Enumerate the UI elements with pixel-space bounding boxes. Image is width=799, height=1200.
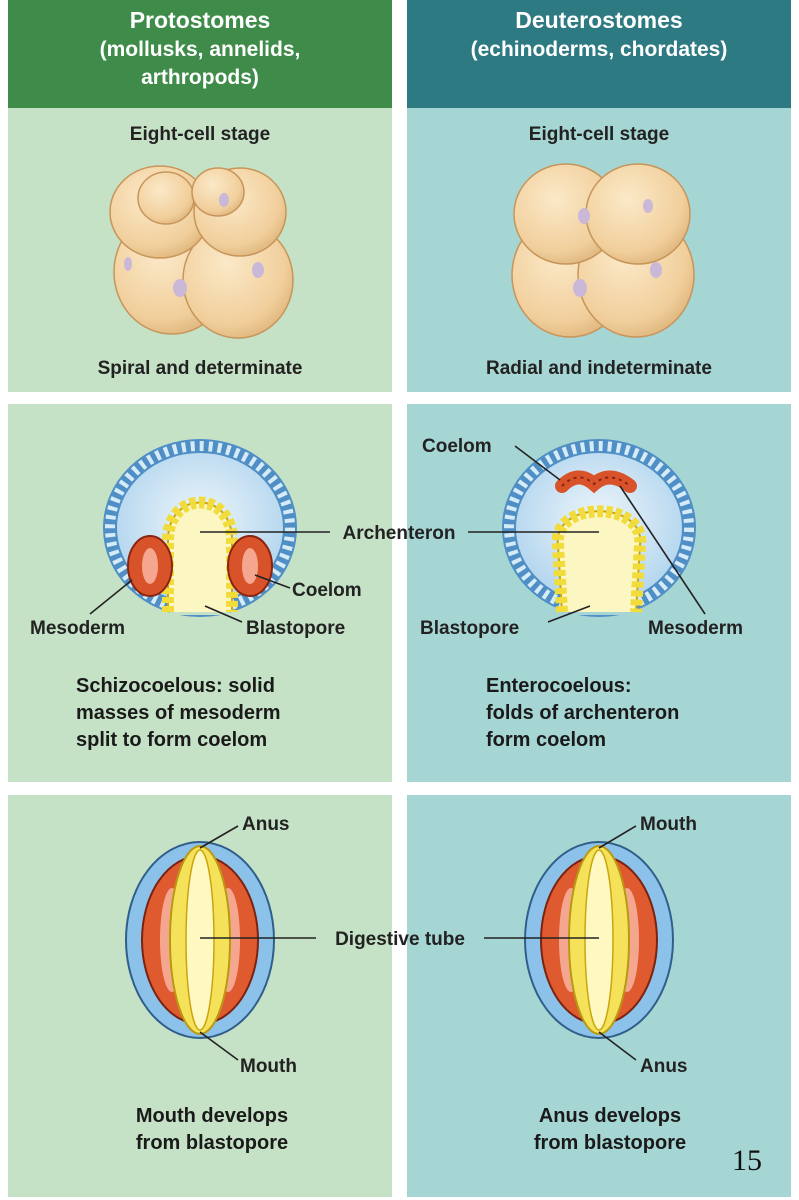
protostomes-subtitle-line2: arthropods) (141, 66, 259, 89)
protostomes-header: Protostomes (mollusks, annelids, arthrop… (8, 0, 392, 108)
proto-digestive-embryo (125, 841, 275, 1039)
proto-coelom-caption-line3: split to form coelom (76, 729, 267, 751)
deutero-blastopore-label: Blastopore (420, 618, 519, 639)
proto-coelom-label: Coelom (292, 580, 362, 601)
proto-coelom-caption-line2: masses of mesoderm (76, 702, 281, 724)
proto-mesoderm-leader (89, 579, 133, 615)
archenteron-label: Archenteron (343, 523, 456, 544)
deutero-fate-caption-line1: Anus develops (539, 1105, 681, 1127)
digestive-tube-label: Digestive tube (335, 929, 465, 950)
deutero-mouth-leader (598, 825, 637, 849)
proto-anus-leader (199, 825, 239, 849)
deuterostomes-subtitle-line1: (echinoderms, chordates) (471, 38, 728, 61)
deuterostomes-title: Deuterostomes (515, 7, 682, 33)
deutero-cleavage-caption: Radial and indeterminate (486, 358, 712, 379)
deutero-gastrula (502, 439, 696, 617)
proto-blastopore-label: Blastopore (246, 618, 345, 639)
proto-bottom-label: Mouth (240, 1056, 297, 1077)
proto-coelom-leader (254, 574, 291, 589)
deutero-digestive-embryo (524, 841, 674, 1039)
proto-fate-caption-line1: Mouth develops (136, 1105, 288, 1127)
deutero-coelom-leader (514, 445, 561, 481)
deuterostomes-header: Deuterostomes (echinoderms, chordates) (407, 0, 791, 108)
deutero-fate-caption-line2: from blastopore (534, 1132, 686, 1154)
protostomes-header-bg (8, 0, 392, 108)
proto-blastopore-leader (204, 605, 243, 623)
deutero-coelom-caption-line3: form coelom (486, 729, 606, 751)
proto-stage-label: Eight-cell stage (130, 124, 270, 145)
deutero-eight-cell-embryo (511, 163, 695, 338)
proto-top-label: Anus (242, 814, 290, 835)
deutero-mesoderm-leader (619, 485, 706, 615)
protostomes-subtitle-line1: (mollusks, annelids, (100, 38, 301, 61)
proto-mesoderm-label: Mesoderm (30, 618, 125, 639)
deutero-coelom-caption-line2: folds of archenteron (486, 702, 679, 724)
deutero-top-label: Mouth (640, 814, 697, 835)
proto-fate-caption-line2: from blastopore (136, 1132, 288, 1154)
deutero-mesoderm-label: Mesoderm (648, 618, 743, 639)
deutero-coelom-label: Coelom (422, 436, 492, 457)
deutero-anus-leader (598, 1031, 637, 1061)
deutero-stage-label: Eight-cell stage (529, 124, 669, 145)
deuterostomes-header-bg (407, 0, 791, 108)
proto-coelom-caption-line1: Schizocoelous: solid (76, 675, 275, 697)
deutero-bottom-label: Anus (640, 1056, 688, 1077)
proto-gastrula (103, 439, 297, 617)
proto-mouth-leader (199, 1031, 239, 1061)
deutero-coelom-caption-line1: Enterocoelous: (486, 675, 632, 697)
proto-eight-cell-embryo (109, 165, 294, 339)
protostomes-title: Protostomes (130, 7, 271, 33)
page-number: 15 (732, 1144, 762, 1177)
deutero-blastopore-leader (547, 605, 591, 623)
proto-cleavage-caption: Spiral and determinate (98, 358, 303, 379)
